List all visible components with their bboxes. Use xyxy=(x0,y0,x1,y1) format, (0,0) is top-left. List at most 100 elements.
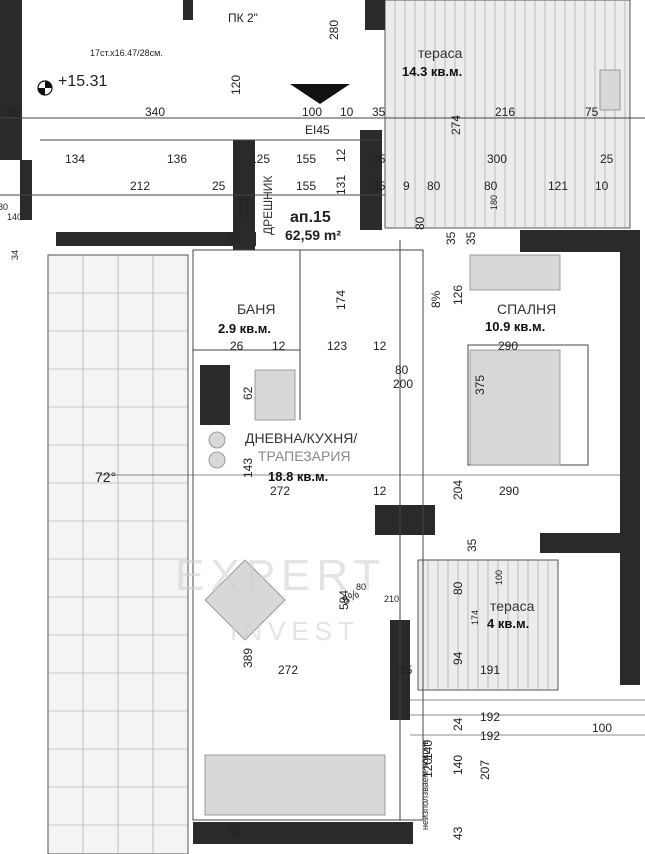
terrace-small-area-label: 4 кв.м. xyxy=(487,616,529,631)
living-area: 18.8 кв.м. xyxy=(268,469,328,484)
dimension-label: 9 xyxy=(403,179,410,193)
dimension-label: 272 xyxy=(270,484,290,498)
dimension-label: 35 xyxy=(372,152,386,166)
bedroom-name: СПАЛНЯ xyxy=(497,301,556,317)
dimension-label: 123 xyxy=(327,339,347,353)
dimension-label: 200 xyxy=(393,377,413,391)
sofa xyxy=(204,754,386,816)
dimension-label: 136 xyxy=(167,152,187,166)
dimension-label: 10 xyxy=(595,179,609,193)
dimension-label: 131 xyxy=(334,175,348,195)
dimension-label: 192 xyxy=(480,729,500,743)
terrace-top-name: тераса xyxy=(418,45,463,61)
dimension-label: 155 xyxy=(296,152,316,166)
dimension-label: 80 xyxy=(427,179,441,193)
dimension-label: 180 xyxy=(489,195,499,210)
dimension-label: 212 xyxy=(130,179,150,193)
terrace-top-area xyxy=(384,0,631,229)
dimension-label: 280 xyxy=(327,20,341,40)
dimension-label: 12 xyxy=(334,148,348,162)
fire-door-label: EI45 xyxy=(305,123,330,137)
dimension-label: 35 xyxy=(372,105,386,119)
watermark-line1: EXPERT xyxy=(175,551,386,600)
pk-label: ПК 2" xyxy=(228,11,258,25)
dimension-label: 389 xyxy=(241,648,255,668)
dimension-label: 25 xyxy=(600,152,614,166)
dimension-label: 140 xyxy=(451,755,465,775)
dimension-label: 272 xyxy=(278,663,298,677)
bathroom-name: БАНЯ xyxy=(237,301,275,317)
dimension-label: 35 xyxy=(5,105,19,119)
dimension-label: 80 xyxy=(451,581,465,595)
watermark-line2: INVEST xyxy=(230,616,360,646)
bedroom-area: 10.9 кв.м. xyxy=(485,319,545,334)
dimension-label: 25 xyxy=(212,179,226,193)
dimension-label: 207 xyxy=(478,760,492,780)
stove-ring xyxy=(208,431,226,449)
slope-percent: 8% xyxy=(429,290,443,308)
elevation-marker xyxy=(37,80,53,96)
dimension-label: 174 xyxy=(334,290,348,310)
dimension-label: 121 xyxy=(548,179,568,193)
dimension-label: 34 xyxy=(10,250,20,260)
dimension-label: 120 xyxy=(237,198,251,218)
dimension-label: 35 xyxy=(444,231,458,245)
dimension-label: 340 xyxy=(145,105,165,119)
dimension-label: 143 xyxy=(241,458,255,478)
stove-ring-2 xyxy=(208,451,226,469)
furniture xyxy=(204,69,621,816)
dimension-label: 80 xyxy=(0,202,8,212)
dimension-label: 80 xyxy=(413,216,427,230)
dimension-label: 120 xyxy=(229,75,243,95)
bathtub xyxy=(254,369,296,421)
dimension-label: 120 xyxy=(421,758,435,778)
dimension-label: 216 xyxy=(495,105,515,119)
dimension-label: 594 xyxy=(337,590,351,610)
living-name: ДНЕВНА/КУХНЯ/ xyxy=(245,430,357,446)
elevation-label: +15.31 xyxy=(58,73,107,90)
dimension-label: 80 xyxy=(395,363,409,377)
dimension-label: 191 xyxy=(480,663,500,677)
dimension-label: 94 xyxy=(451,651,465,665)
dimension-label: 35 xyxy=(372,179,386,193)
dimension-label: 80 xyxy=(356,582,366,592)
dining-table xyxy=(204,559,286,641)
dimension-label: 100 xyxy=(302,105,322,119)
dimension-label: 35 xyxy=(399,663,413,677)
dimension-label: 290 xyxy=(498,339,518,353)
dimension-label: 155 xyxy=(296,179,316,193)
dimension-label: 126 xyxy=(451,285,465,305)
dimension-label: 210 xyxy=(384,594,399,604)
dimension-label: 140 xyxy=(421,740,435,760)
dimension-label: 100 xyxy=(494,570,504,585)
dimension-label: 35 xyxy=(464,231,478,245)
dimension-label: 12 xyxy=(373,339,387,353)
living-name-2: ТРАПЕЗАРИЯ xyxy=(258,448,351,464)
apartment-area: 62,59 m² xyxy=(285,227,341,243)
outdoor-chair xyxy=(599,69,621,111)
dimension-label: 174 xyxy=(470,610,480,625)
dimension-label: 35 xyxy=(229,824,243,838)
dimension-label: 12 xyxy=(272,339,286,353)
dimension-label: 274 xyxy=(449,115,463,135)
dimension-label: 100 xyxy=(592,721,612,735)
interior-lines xyxy=(0,84,645,821)
terrace-small-name: тераса xyxy=(490,598,535,614)
dimension-label: 35 xyxy=(465,538,479,552)
dimension-label: 75 xyxy=(585,105,599,119)
dimension-label: 375 xyxy=(473,375,487,395)
dimension-label: 204 xyxy=(451,480,465,500)
roof-angle: 72° xyxy=(95,469,116,485)
terrace-small-area xyxy=(417,559,559,691)
roof-note: неизползваем покрив xyxy=(420,740,430,830)
dimension-label: 290 xyxy=(499,484,519,498)
dimension-label: 10 xyxy=(340,105,354,119)
dimension-label: 140 xyxy=(7,212,22,222)
dimension-label: 26 xyxy=(230,339,244,353)
dimension-label: 25 xyxy=(229,231,243,245)
terrace-top-area-label: 14.3 кв.м. xyxy=(402,64,462,79)
bed xyxy=(469,349,561,466)
